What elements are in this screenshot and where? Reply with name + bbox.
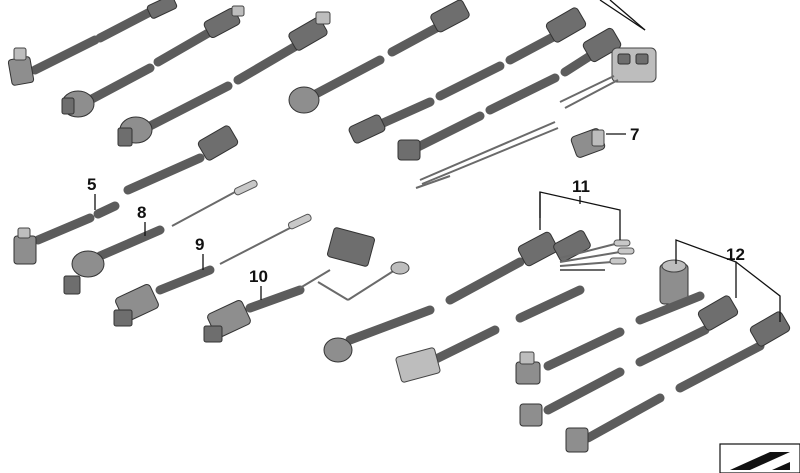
diagram-corner-logo-icon — [719, 443, 800, 473]
callout-8: 8 — [137, 203, 146, 222]
callout-5: 5 — [87, 175, 96, 194]
cable-assembly-5b — [123, 125, 258, 227]
callout-9: 9 — [195, 235, 204, 254]
cable-assembly-12 — [515, 239, 791, 453]
connector-7 — [570, 128, 626, 158]
cable-assembly-6 — [348, 0, 657, 161]
cable-assembly-8 — [63, 213, 312, 295]
cable-assembly-mid — [323, 230, 591, 383]
callout-11: 11 — [572, 177, 590, 196]
callout-12: 12 — [726, 245, 745, 264]
cable-assembly-3 — [117, 11, 331, 147]
cable-assembly-1 — [7, 0, 178, 86]
cable-assembly-9 — [113, 254, 215, 327]
callout-10: 10 — [249, 267, 268, 286]
cable-assembly-2 — [61, 5, 245, 118]
cable-assembly-10 — [203, 227, 410, 343]
cable-assembly-5 — [13, 194, 120, 265]
cable-assembly-11 — [539, 191, 635, 271]
cable-assembly-4 — [288, 0, 470, 114]
callout-7: 7 — [630, 125, 639, 144]
wire-set — [415, 121, 559, 189]
